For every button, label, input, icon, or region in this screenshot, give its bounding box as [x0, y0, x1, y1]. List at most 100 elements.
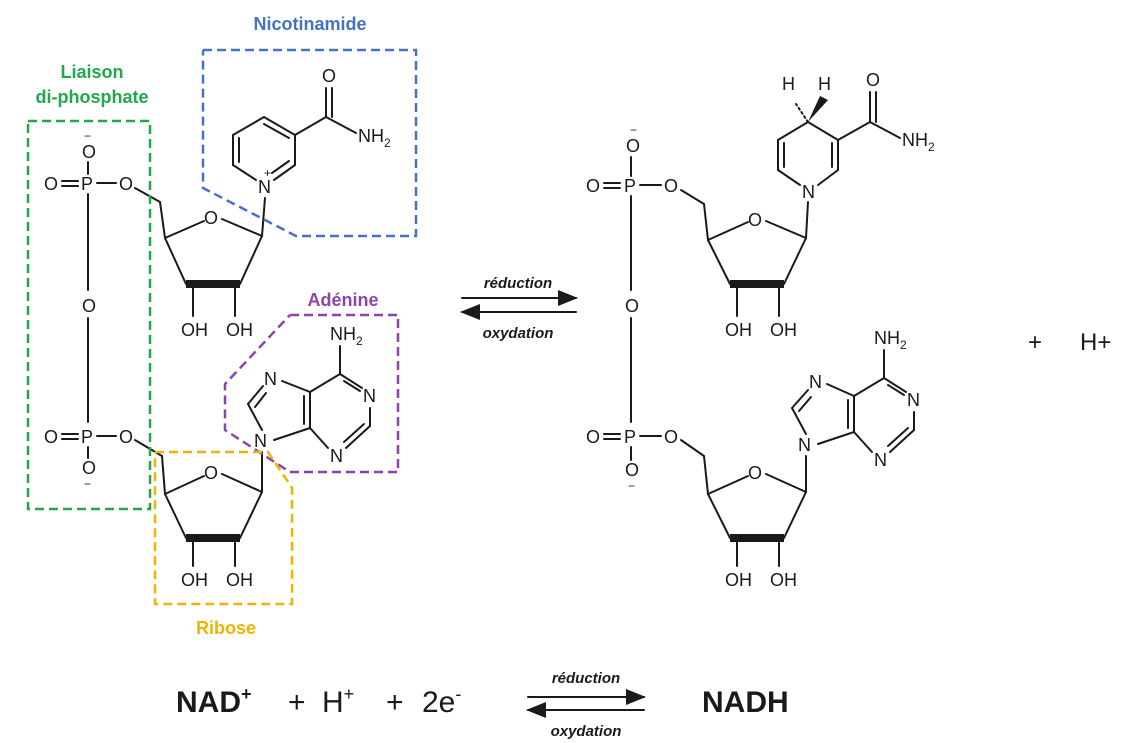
bond: [765, 220, 807, 239]
summary-equation: NAD+ + H+ + 2e- réduction oxydation NADH: [176, 670, 789, 740]
bond: [232, 164, 257, 181]
ribose-label: Ribose: [196, 618, 256, 638]
proton-label: H+: [1080, 329, 1111, 356]
atom-charge: −: [84, 477, 91, 491]
bond: [765, 473, 807, 493]
bond: [294, 116, 327, 136]
atom-label: O: [664, 427, 678, 447]
atom-charge: −: [84, 129, 91, 143]
atom-label: N: [874, 450, 887, 470]
atom-label: O: [82, 458, 96, 478]
atom-label: O: [625, 460, 639, 480]
eq-electrons: 2e-: [422, 684, 461, 719]
bond: [826, 383, 855, 397]
atom-label: N: [254, 431, 267, 451]
atom-label: O: [44, 174, 58, 194]
bond: [707, 239, 731, 285]
bond: [254, 392, 267, 408]
eq-oxidation-label: oxydation: [551, 723, 622, 740]
eq-reactant: NAD+: [176, 684, 252, 719]
atom-label: O: [82, 296, 96, 316]
bond: [837, 121, 871, 141]
nadh-structure: − O O P O O O P O O − O OH OH: [586, 70, 935, 590]
atom-label: P: [81, 427, 93, 447]
atom-label: O: [204, 208, 218, 228]
bond: [791, 407, 807, 435]
atom-label: O: [625, 296, 639, 316]
bond: [817, 169, 839, 186]
atom-label: OH: [770, 320, 797, 340]
atom-label: N: [798, 435, 811, 455]
bond: [791, 389, 809, 409]
atom-label: P: [624, 427, 636, 447]
atom-charge: −: [630, 123, 637, 137]
atom-label: P: [81, 174, 93, 194]
atom-charge: +: [264, 166, 271, 180]
wedge-bond: [730, 280, 784, 288]
bond: [817, 431, 855, 445]
eq-proton: H+: [322, 684, 354, 719]
nicotinamide-group-outline: [201, 48, 418, 238]
atom-label: P: [624, 176, 636, 196]
ribose-group-outline: [153, 450, 294, 606]
bond: [807, 121, 839, 141]
bond: [707, 475, 749, 495]
bond: [309, 373, 341, 393]
atom-label: O: [664, 176, 678, 196]
bond: [273, 427, 311, 441]
eq-plus-1: +: [288, 686, 306, 719]
bond: [783, 237, 807, 285]
bond: [805, 201, 809, 239]
atom-label: O: [119, 174, 133, 194]
eq-plus-2: +: [386, 686, 404, 719]
atom-label: OH: [181, 320, 208, 340]
bond: [853, 377, 885, 397]
atom-label: NH2: [902, 130, 935, 154]
diphosphate-label-line2: di-phosphate: [36, 87, 149, 107]
bond: [309, 427, 329, 449]
bond: [221, 218, 263, 237]
bond: [707, 221, 749, 241]
bond: [273, 164, 296, 181]
atom-label: N: [258, 177, 271, 197]
atom-label: OH: [226, 320, 253, 340]
atom-label: O: [866, 70, 880, 90]
bond: [853, 431, 873, 453]
nicotinamide-label: Nicotinamide: [253, 14, 366, 34]
oxidation-label: oxydation: [483, 325, 554, 342]
bond: [159, 201, 166, 239]
bond: [887, 384, 905, 396]
atom-label: OH: [226, 570, 253, 590]
atom-label: N: [264, 369, 277, 389]
bond: [707, 493, 731, 539]
bond: [887, 427, 909, 447]
atom-label: NH2: [358, 126, 391, 150]
atom-label: O: [322, 66, 336, 86]
atom-charge: −: [628, 479, 635, 493]
atom-label: N: [907, 390, 920, 410]
bond: [239, 235, 263, 285]
bond: [164, 475, 205, 495]
atom-label: OH: [770, 570, 797, 590]
bond: [263, 123, 290, 139]
bond: [343, 423, 365, 443]
atom-label: O: [204, 463, 218, 483]
eq-product: NADH: [702, 686, 789, 719]
adenine-group-outline: [223, 313, 400, 474]
bond: [703, 455, 709, 495]
bond: [247, 385, 264, 405]
adenine-label: Adénine: [307, 290, 378, 310]
diphosphate-label-line1: Liaison: [60, 62, 123, 82]
wedge-bond: [186, 280, 240, 288]
bond: [783, 491, 807, 539]
atom-label: O: [44, 427, 58, 447]
bond: [281, 380, 311, 393]
nad-plus-structure: − O O P O O O P O O − O OH OH: [26, 14, 418, 638]
atom-label: O: [748, 210, 762, 230]
atom-label: N: [802, 182, 815, 202]
bond: [232, 116, 265, 136]
atom-label: O: [748, 463, 762, 483]
bond: [883, 377, 907, 393]
bond: [263, 116, 296, 136]
